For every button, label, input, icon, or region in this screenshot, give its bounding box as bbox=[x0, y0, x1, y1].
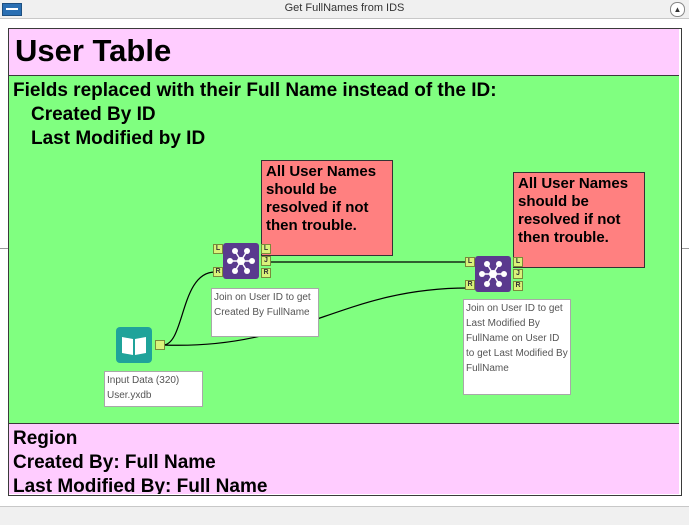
collapse-icon[interactable]: ▲ bbox=[670, 2, 685, 17]
container-footer[interactable]: Region Created By: Full Name Last Modifi… bbox=[9, 424, 679, 494]
container-header[interactable]: User Table bbox=[9, 29, 679, 76]
footer-line-modified: Last Modified By: Full Name bbox=[13, 476, 268, 494]
comment-box[interactable]: All User Names should be resolved if not… bbox=[261, 160, 393, 256]
footer-line-region: Region bbox=[13, 428, 78, 449]
footer-text: Region Created By: Full Name Last Modifi… bbox=[13, 427, 267, 494]
description-title: Fields replaced with their Full Name ins… bbox=[13, 80, 497, 101]
connection-input-to-join1 bbox=[162, 271, 216, 346]
canvas-edge-marker bbox=[0, 248, 10, 249]
window-titlebar: Get FullNames from IDS ▲ bbox=[0, 0, 689, 19]
input-output-anchor[interactable] bbox=[155, 340, 165, 350]
footer-line-created: Created By: Full Name bbox=[13, 452, 216, 473]
join1-left-input-anchor[interactable]: L bbox=[213, 244, 223, 254]
join2-right-output-anchor[interactable]: R bbox=[513, 281, 523, 291]
join2-annotation: Join on User ID to get Last Modified By … bbox=[463, 299, 571, 395]
join1-right-input-anchor[interactable]: R bbox=[213, 267, 223, 277]
book-icon bbox=[122, 337, 146, 355]
join1-right-output-anchor[interactable]: R bbox=[261, 268, 271, 278]
comment-box[interactable]: All User Names should be resolved if not… bbox=[513, 172, 645, 268]
join-tool[interactable] bbox=[223, 243, 259, 279]
join1-join-output-anchor[interactable]: J bbox=[261, 256, 271, 266]
input-annotation-line2: User.yxdb bbox=[107, 390, 152, 401]
join2-left-input-anchor[interactable]: L bbox=[465, 257, 475, 267]
window-title: Get FullNames from IDS bbox=[284, 2, 405, 14]
app-icon[interactable] bbox=[2, 3, 22, 16]
input-data-tool[interactable] bbox=[116, 327, 152, 363]
input-annotation: Input Data (320) User.yxdb bbox=[104, 371, 203, 407]
join1-annotation: Join on User ID to get Created By FullNa… bbox=[211, 288, 319, 337]
join1-left-output-anchor[interactable]: L bbox=[261, 244, 271, 254]
container-title: User Table bbox=[15, 33, 172, 68]
canvas-bottom-strip bbox=[0, 506, 689, 525]
field-created-by: Created By ID bbox=[31, 104, 156, 125]
join2-join-output-anchor[interactable]: J bbox=[513, 269, 523, 279]
join2-left-output-anchor[interactable]: L bbox=[513, 257, 523, 267]
join-tool[interactable] bbox=[475, 256, 511, 292]
join-icon bbox=[479, 261, 507, 287]
container-description: Fields replaced with their Full Name ins… bbox=[13, 79, 497, 151]
join-icon bbox=[227, 248, 255, 274]
field-last-modified: Last Modified by ID bbox=[31, 128, 206, 149]
join2-right-input-anchor[interactable]: R bbox=[465, 280, 475, 290]
input-annotation-line1: Input Data (320) bbox=[107, 375, 180, 386]
canvas-edge-marker bbox=[679, 248, 689, 249]
